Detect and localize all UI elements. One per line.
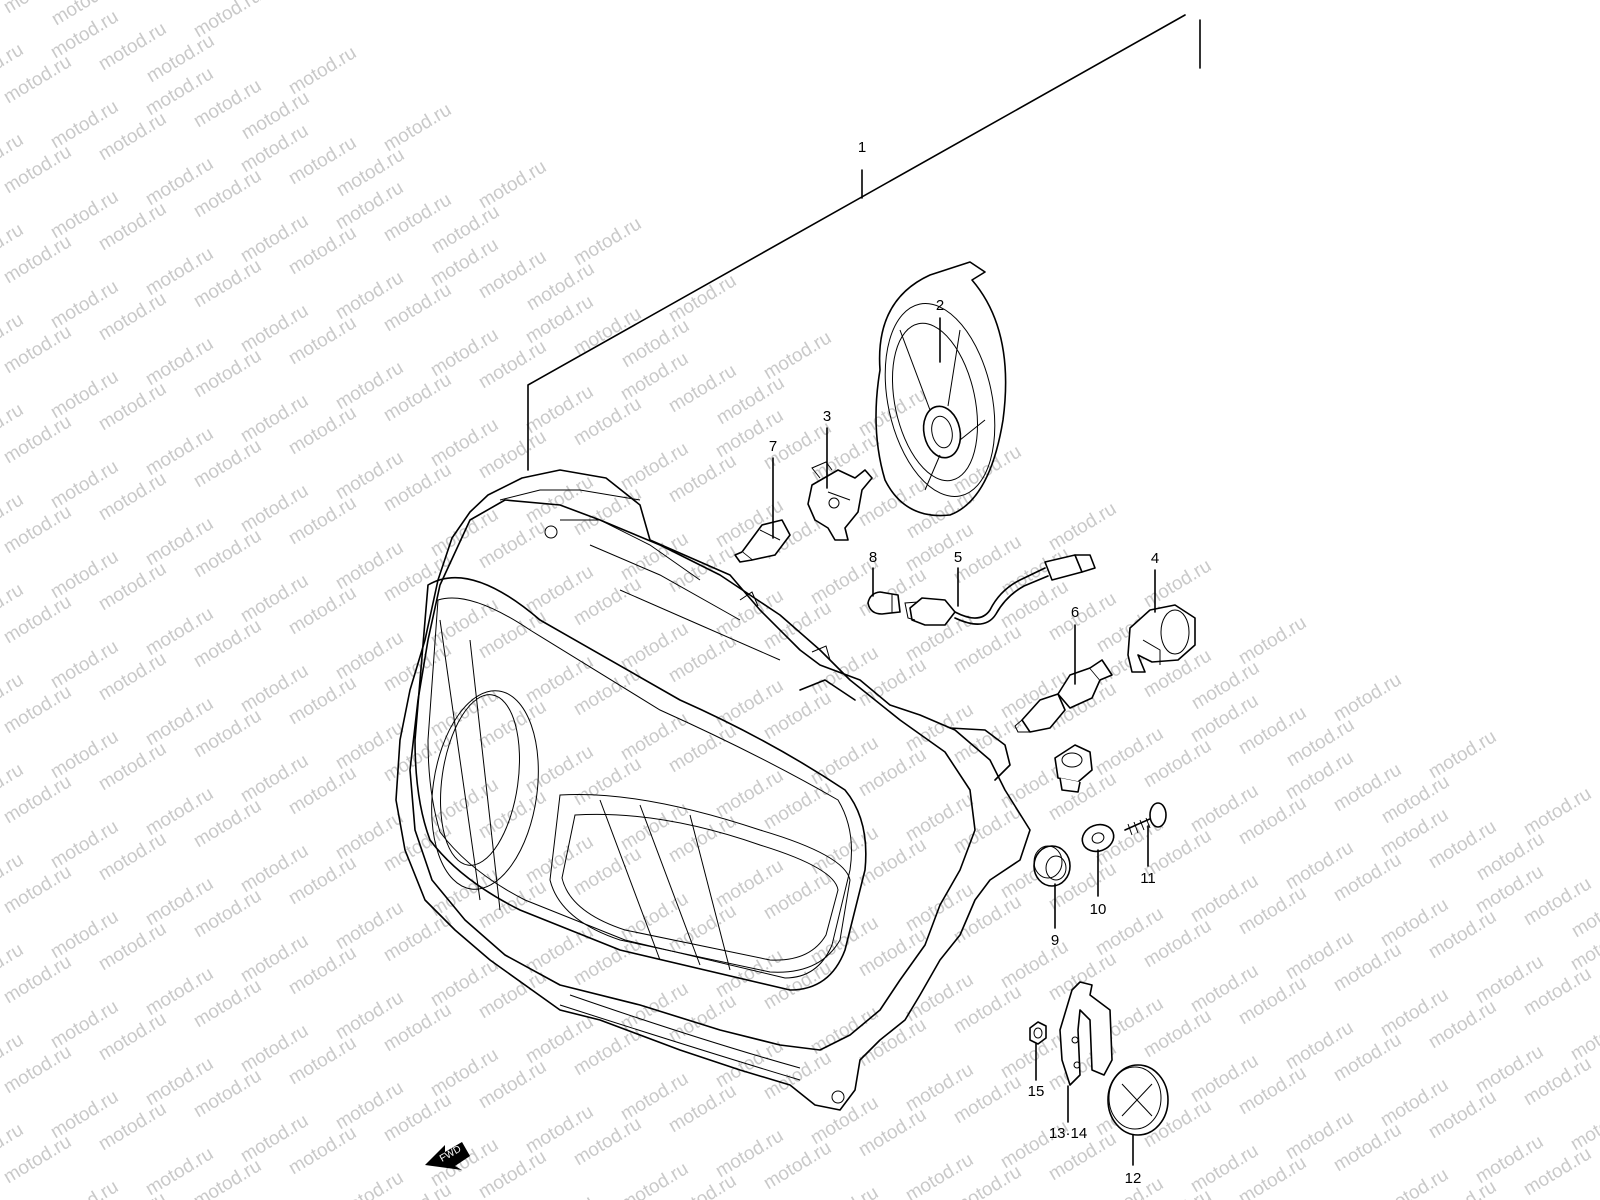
callout-2: 2 bbox=[936, 297, 944, 314]
bulb-socket-lower bbox=[1054, 744, 1093, 793]
part-10-washer bbox=[1081, 823, 1115, 853]
callout-8: 8 bbox=[869, 549, 877, 566]
callout-6: 6 bbox=[1071, 604, 1079, 621]
callout-9: 9 bbox=[1051, 932, 1059, 949]
callout-11: 11 bbox=[1140, 870, 1156, 887]
callout-15: 15 bbox=[1028, 1083, 1045, 1100]
callout-5: 5 bbox=[954, 549, 962, 566]
fwd-arrow: FWD bbox=[425, 1142, 470, 1170]
headlamp-assembly bbox=[395, 469, 1031, 1111]
callout-12: 12 bbox=[1125, 1170, 1142, 1187]
part-7-bulb bbox=[734, 519, 791, 563]
part-15-nut bbox=[1029, 1021, 1047, 1045]
part-8-wedge-bulb bbox=[867, 591, 901, 615]
callout-3: 3 bbox=[823, 408, 831, 425]
part-12-cap bbox=[1107, 1064, 1169, 1136]
part-5-socket-harness bbox=[904, 554, 1096, 626]
assembly-bracket-line bbox=[527, 14, 1201, 471]
callout-4: 4 bbox=[1151, 550, 1159, 567]
part-11-screw bbox=[1124, 802, 1167, 836]
part-13-14-bracket bbox=[1059, 981, 1113, 1086]
callout-10: 10 bbox=[1090, 901, 1107, 918]
leader-lines bbox=[772, 317, 1156, 1166]
callout-7: 7 bbox=[769, 438, 777, 455]
part-3-bulb-holder bbox=[807, 461, 873, 541]
part-4-bulb-socket bbox=[1127, 604, 1196, 673]
callout-1: 1 bbox=[858, 139, 866, 156]
part-6-halogen-bulb bbox=[1014, 659, 1113, 733]
part-9-grommet bbox=[1033, 845, 1071, 887]
callout-13-14: 13·14 bbox=[1049, 1125, 1087, 1142]
callout-numbers: 1 2 3 7 8 5 4 6 11 10 9 15 13·14 12 bbox=[769, 139, 1159, 1187]
part-2-socket-cover bbox=[875, 261, 1007, 517]
